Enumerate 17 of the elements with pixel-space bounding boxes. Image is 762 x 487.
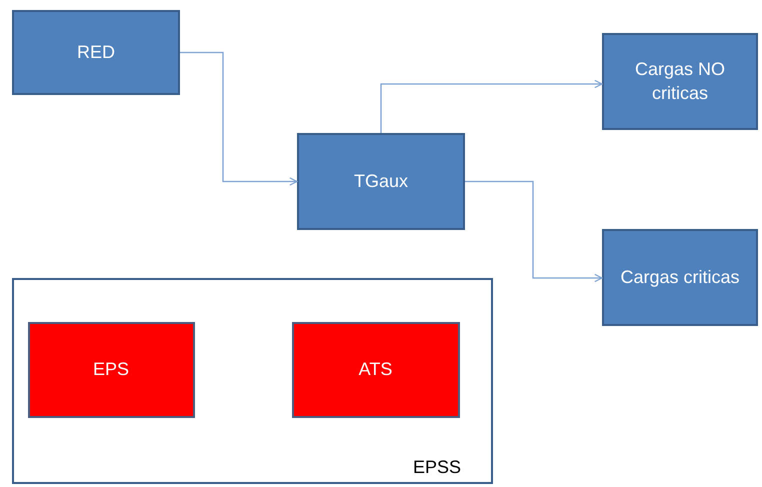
system-frame — [12, 278, 493, 484]
process-box — [12, 10, 180, 95]
process-box — [28, 322, 194, 418]
process-box — [602, 229, 758, 326]
process-box — [297, 133, 465, 230]
box-label: TGaux — [354, 170, 408, 193]
process-box — [602, 33, 758, 130]
box-label: RED — [76, 40, 115, 64]
connector-arrow — [180, 52, 298, 186]
process-box — [292, 322, 460, 418]
frame-label: EPSS — [412, 457, 461, 478]
box-label: Cargas NO criticas — [634, 58, 726, 104]
box-label: Cargas criticas — [620, 266, 740, 289]
connector-arrow — [465, 180, 603, 282]
connector-arrow — [380, 80, 603, 133]
box-label: ATS — [358, 358, 392, 381]
box-label: EPS — [92, 358, 130, 381]
